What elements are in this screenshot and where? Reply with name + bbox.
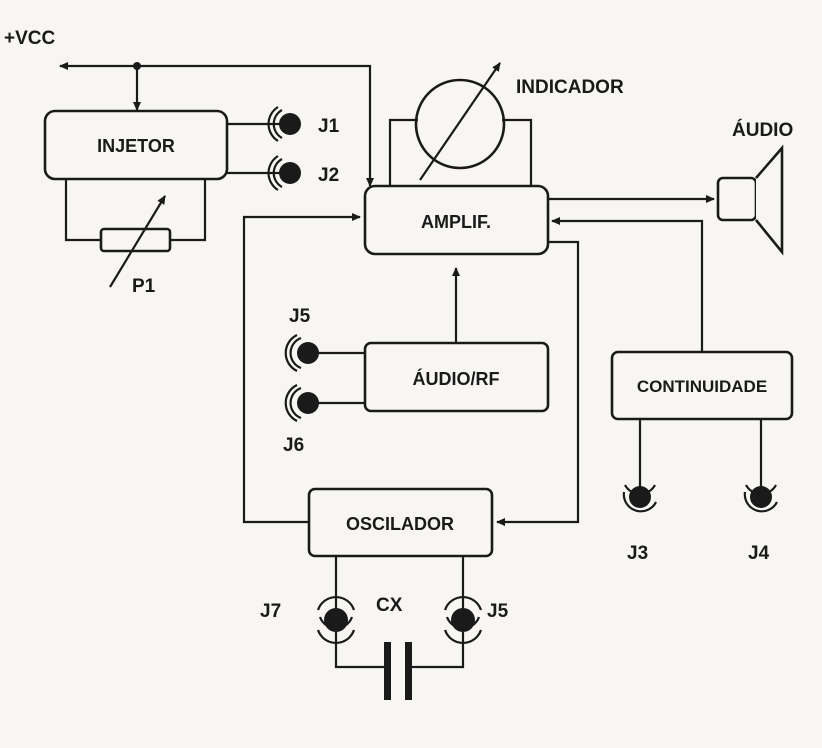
j3-label: J3 (627, 543, 648, 564)
j5-bottom-label: J5 (487, 601, 509, 622)
amplif-label: AMPLIF. (421, 212, 491, 232)
p1-label: P1 (132, 276, 156, 297)
audio-rf-label: ÁUDIO/RF (413, 368, 500, 389)
indicador-label: INDICADOR (516, 77, 624, 98)
indicador-meter (388, 62, 533, 186)
jack-j1 (267, 106, 301, 142)
vcc-supply-line (59, 62, 374, 187)
j1-label: J1 (318, 116, 340, 137)
capacitor-cx (334, 632, 465, 700)
j7-label: J7 (260, 601, 281, 622)
oscilador-label: OSCILADOR (346, 514, 454, 534)
audio-output-label: ÁUDIO (732, 119, 793, 141)
j6-label: J6 (283, 435, 304, 456)
jack-j6 (284, 384, 319, 422)
jack-j7 (316, 595, 356, 645)
amplif-block (363, 184, 550, 256)
jack-j4 (743, 484, 778, 513)
vcc-label: +VCC (4, 28, 55, 49)
j5-top-label: J5 (289, 306, 311, 327)
jack-j3 (622, 484, 657, 513)
j4-label: J4 (748, 543, 770, 564)
continuidade-label: CONTINUIDADE (637, 377, 767, 396)
j2-label: J2 (318, 165, 339, 186)
continuidade-block (610, 350, 794, 421)
jack-j2 (267, 155, 301, 191)
injetor-label: INJETOR (97, 136, 175, 156)
oscilador-block (307, 487, 494, 558)
jack-j5-top (284, 334, 319, 372)
injetor-block (43, 109, 229, 181)
cx-label: CX (376, 595, 403, 616)
jack-j5-bottom (443, 595, 483, 645)
speaker-icon (716, 144, 784, 256)
potentiometer-p1 (64, 179, 207, 288)
